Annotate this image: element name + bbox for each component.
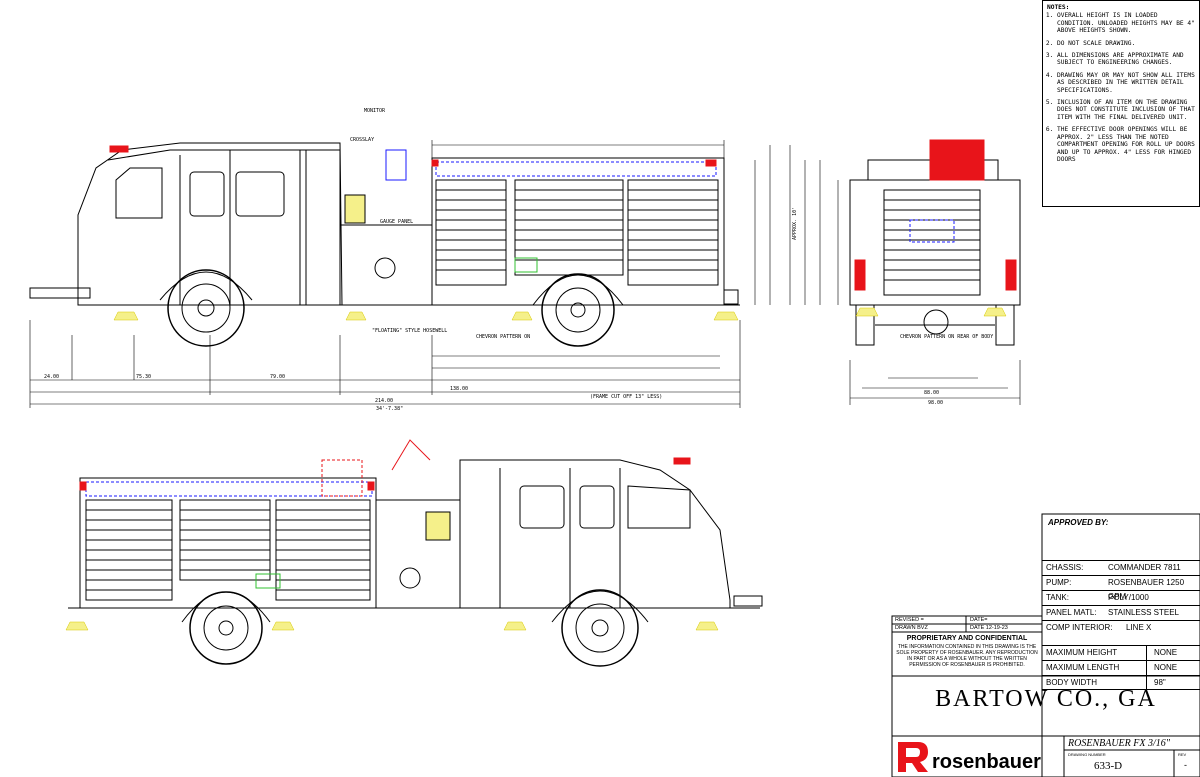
spec-value: COMMANDER 7811 xyxy=(1108,563,1181,572)
drawn-date-label: DATE xyxy=(970,625,985,631)
rev-label: REV xyxy=(1178,752,1187,757)
dim-rear-width: 98.00 xyxy=(928,400,943,406)
label-hosewell: "FLOATING" STYLE HOSEWELL xyxy=(372,328,447,334)
spec-label: TANK: xyxy=(1046,593,1069,602)
spec-label: PANEL MATL: xyxy=(1046,608,1097,617)
proprietary-title: PROPRIETARY AND CONFIDENTIAL xyxy=(906,635,1028,642)
cell-divider xyxy=(1146,676,1147,691)
truck-side-view-driver xyxy=(29,142,740,347)
truck-side-view-officer xyxy=(68,439,763,667)
measure-value: NONE xyxy=(1154,663,1178,672)
dim-wheelbase: 79.00 xyxy=(270,374,285,380)
spec-value: POLY/1000 xyxy=(1108,593,1149,602)
cell-divider xyxy=(1146,646,1147,661)
truck-rear-view xyxy=(849,139,1021,346)
dim-rear-inner: 88.00 xyxy=(924,390,939,396)
dimension-labels: 24.00 75.30 79.00 138.00 (FRAME CUT OFF … xyxy=(44,108,993,412)
label-gauge-panel: GAUGE PANEL xyxy=(380,219,413,225)
measure-row-width: BODY WIDTH 98" xyxy=(1042,675,1200,691)
label-crosslay: CROSSLAY xyxy=(350,137,374,143)
note-item: ALL DIMENSIONS ARE APPROXIMATE AND SUBJE… xyxy=(1057,52,1195,67)
dim-body-total: 138.00 xyxy=(450,386,468,392)
drawn-label: DRAWN BVZ xyxy=(895,625,928,631)
drawn-by: BVZ xyxy=(917,625,928,631)
dim-total: 214.00 xyxy=(375,398,393,404)
note-item: OVERALL HEIGHT IS IN LOADED CONDITION. U… xyxy=(1057,12,1195,34)
dim-cab: 75.30 xyxy=(136,374,151,380)
note-item: INCLUSION OF AN ITEM ON THE DRAWING DOES… xyxy=(1057,99,1195,121)
dim-front-overhang: 24.00 xyxy=(44,374,59,380)
note-item: THE EFFECTIVE DOOR OPENINGS WILL BE APPR… xyxy=(1057,126,1195,163)
spec-value: LINE X xyxy=(1126,623,1152,632)
dim-frame-cutoff: (FRAME CUT OFF 13" LESS) xyxy=(590,394,662,400)
model-name: ROSENBAUER FX 3/16" xyxy=(1068,738,1170,749)
notes-list: OVERALL HEIGHT IS IN LOADED CONDITION. U… xyxy=(1047,12,1195,163)
measure-label: MAXIMUM HEIGHT xyxy=(1046,648,1118,657)
approved-by-label: APPROVED BY: xyxy=(1048,518,1109,527)
revised-label: REVISED = xyxy=(895,617,924,623)
spec-row-tank: TANK: POLY/1000 xyxy=(1042,590,1200,605)
spec-row-interior: COMP INTERIOR: LINE X xyxy=(1042,620,1200,635)
spec-label: PUMP: xyxy=(1046,578,1072,587)
rosenbauer-logo: rosenbauer xyxy=(898,742,1041,773)
drawn-label-text: DRAWN xyxy=(895,625,916,631)
spec-row-pump: PUMP: ROSENBAUER 1250 GPM xyxy=(1042,575,1200,601)
measure-value: 98" xyxy=(1154,678,1166,687)
cell-divider xyxy=(1146,661,1147,676)
rev-value: - xyxy=(1184,760,1187,770)
drawing-number: 633-D xyxy=(1094,760,1123,772)
dim-overall-length: 34'-7.38" xyxy=(376,406,403,412)
drawn-date: DATE 12-19-23 xyxy=(970,625,1008,631)
measure-row-height: MAXIMUM HEIGHT NONE xyxy=(1042,645,1200,661)
measure-row-length: MAXIMUM LENGTH NONE xyxy=(1042,660,1200,676)
customer-name: BARTOW CO., GA xyxy=(935,686,1157,712)
spec-row-chassis: CHASSIS: COMMANDER 7811 xyxy=(1042,560,1200,575)
spec-value: ROSENBAUER 1250 GPM xyxy=(1108,578,1185,601)
label-monitor: MONITOR xyxy=(364,108,386,114)
note-item: DO NOT SCALE DRAWING. xyxy=(1057,40,1195,47)
spec-label: COMP INTERIOR: xyxy=(1046,623,1113,632)
spec-row-panel: PANEL MATL: STAINLESS STEEL xyxy=(1042,605,1200,620)
notes-header: NOTES: xyxy=(1047,4,1070,11)
notes-panel: NOTES: OVERALL HEIGHT IS IN LOADED CONDI… xyxy=(1042,0,1200,207)
dim-height: APPROX. 10' xyxy=(792,207,798,240)
brand-wordmark: rosenbauer xyxy=(932,751,1041,773)
proprietary-body: THE INFORMATION CONTAINED IN THIS DRAWIN… xyxy=(896,644,1038,668)
drawing-number-label: DRAWING NUMBER xyxy=(1068,752,1106,757)
note-item: DRAWING MAY OR MAY NOT SHOW ALL ITEMS AS… xyxy=(1057,72,1195,94)
label-chevron: CHEVRON PATTERN ON xyxy=(476,334,530,340)
measure-value: NONE xyxy=(1154,648,1178,657)
spec-label: CHASSIS: xyxy=(1046,563,1084,572)
measure-label: MAXIMUM LENGTH xyxy=(1046,663,1120,672)
measure-label: BODY WIDTH xyxy=(1046,678,1097,687)
spec-value: STAINLESS STEEL xyxy=(1108,608,1179,617)
revised-date-label: DATE= xyxy=(970,617,988,623)
drawn-date-value: 12-19-23 xyxy=(985,625,1008,631)
label-chevron-rear: CHEVRON PATTERN ON REAR OF BODY xyxy=(900,334,993,340)
